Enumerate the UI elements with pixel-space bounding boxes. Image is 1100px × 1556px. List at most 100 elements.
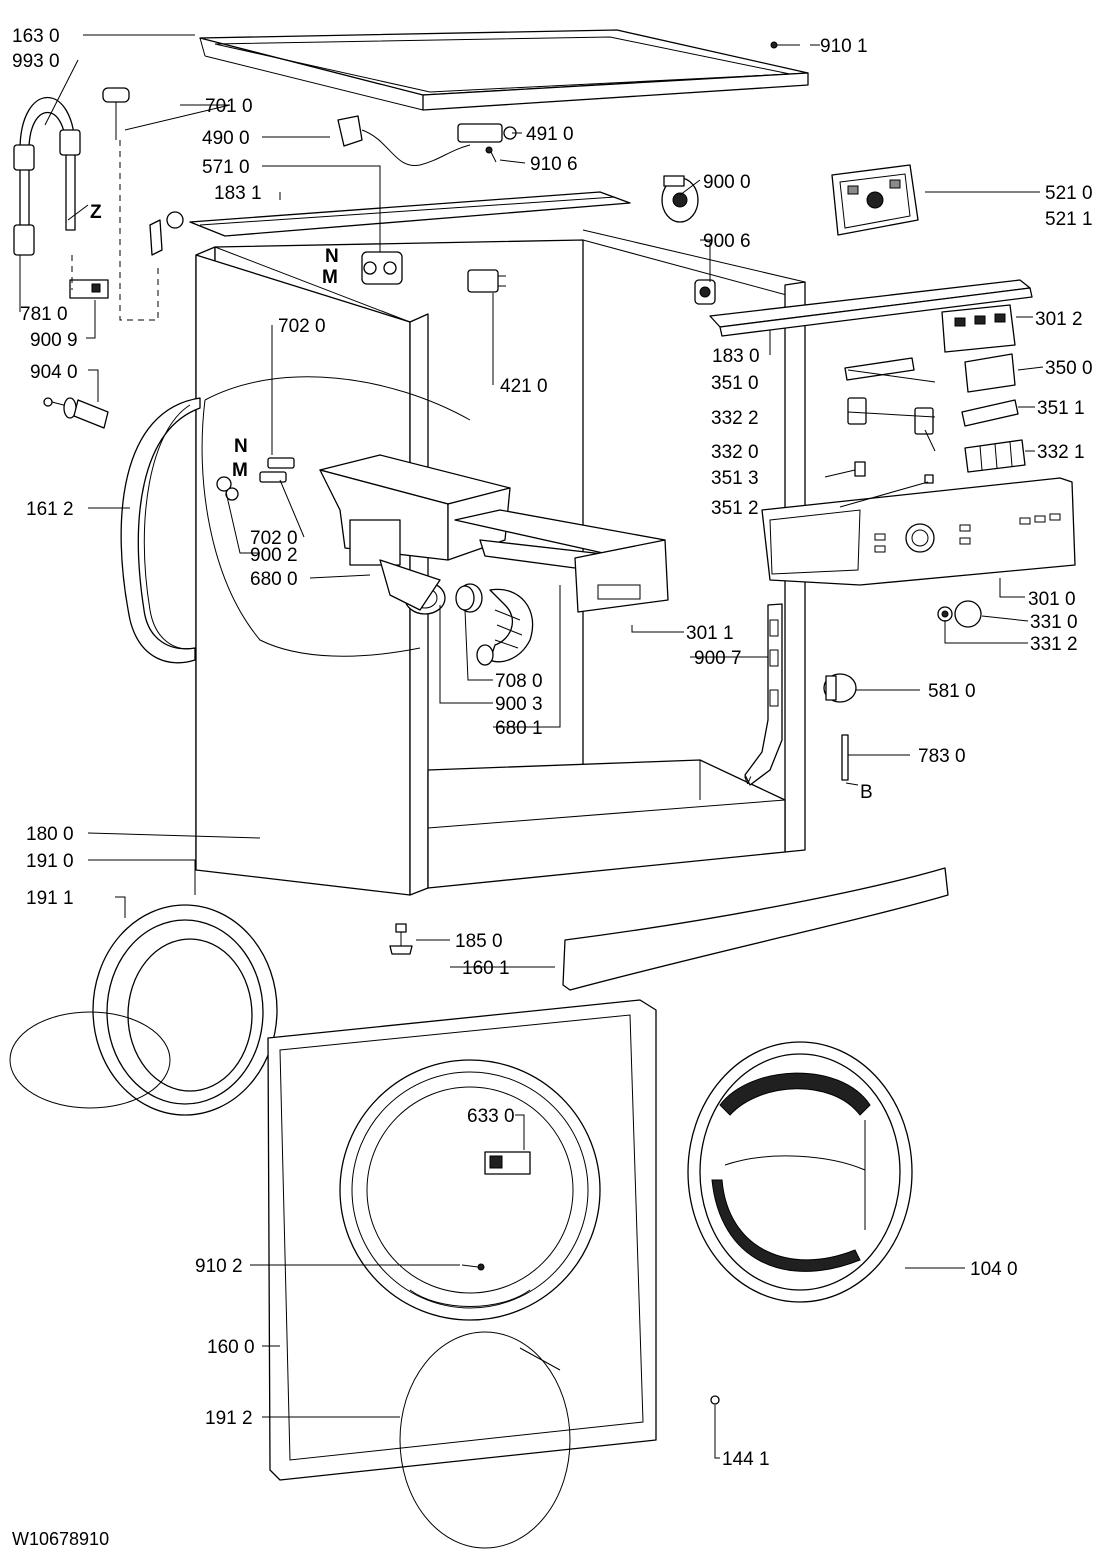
callout-781-0: 781 0 — [20, 304, 68, 325]
callout-191-2: 191 2 — [205, 1408, 253, 1429]
part-351-3 — [854, 461, 866, 477]
callout-332-1: 332 1 — [1037, 442, 1085, 463]
top-cover — [199, 29, 809, 111]
power-cord — [337, 115, 471, 167]
callout-180-0: 180 0 — [26, 824, 74, 845]
callout-183-0: 183 0 — [712, 346, 760, 367]
callout-521-0: 521 0 — [1045, 183, 1093, 204]
callout-900-6: 900 6 — [703, 231, 751, 252]
leader-lines — [19, 34, 1044, 1459]
part-900-0 — [661, 175, 699, 223]
part-332-0 — [914, 407, 934, 435]
callout-331-2: 331 2 — [1030, 634, 1078, 655]
callout-783-0: 783 0 — [918, 746, 966, 767]
callout-163-0: 163 0 — [12, 26, 60, 47]
callout-900-7: 900 7 — [694, 648, 742, 669]
screw-910-6 — [485, 146, 497, 163]
callout-301-1: 301 1 — [686, 623, 734, 644]
marker-n-hose: N — [234, 436, 248, 457]
part-701-0 — [102, 87, 130, 140]
part-900-6 — [694, 279, 716, 305]
callout-490-0: 490 0 — [202, 128, 250, 149]
callout-581-0: 581 0 — [928, 681, 976, 702]
callout-144-1: 144 1 — [722, 1449, 770, 1470]
suppressor-part — [467, 269, 506, 293]
callout-900-0: 900 0 — [703, 172, 751, 193]
callout-301-2: 301 2 — [1035, 309, 1083, 330]
callout-351-3: 351 3 — [711, 468, 759, 489]
callout-421-0: 421 0 — [500, 376, 548, 397]
callout-680-1: 680 1 — [495, 718, 543, 739]
callout-351-2: 351 2 — [711, 498, 759, 519]
callout-351-1: 351 1 — [1037, 398, 1085, 419]
marker-m-hose: M — [232, 460, 248, 481]
clamp-900-3 — [455, 585, 475, 611]
callout-191-0: 191 0 — [26, 851, 74, 872]
callout-910-1: 910 1 — [820, 36, 868, 57]
callout-160-0: 160 0 — [207, 1337, 255, 1358]
callout-910-6: 910 6 — [530, 154, 578, 175]
screw-910-2 — [461, 1263, 485, 1271]
callout-680-0: 680 0 — [250, 569, 298, 590]
nut-144-1 — [710, 1395, 720, 1405]
inlet-hose — [13, 96, 81, 256]
callout-910-2: 910 2 — [195, 1256, 243, 1277]
marker-v: V — [744, 775, 752, 787]
dispenser-housing — [319, 454, 511, 615]
callout-104-0: 104 0 — [970, 1259, 1018, 1280]
mains-filter — [457, 123, 517, 143]
drain-filter — [43, 397, 109, 429]
door-lock — [484, 1151, 531, 1175]
callout-351-0: 351 0 — [711, 373, 759, 394]
marker-n-valve: N — [325, 246, 339, 267]
callout-161-2: 161 2 — [26, 499, 74, 520]
callout-301-0: 301 0 — [1028, 589, 1076, 610]
part-332-2 — [847, 397, 867, 425]
callout-521-1: 521 1 — [1045, 209, 1093, 230]
inlet-valve — [361, 251, 403, 285]
callout-702-0-top: 702 0 — [278, 316, 326, 337]
part-351-2 — [924, 474, 934, 484]
marker-m-valve: M — [322, 267, 338, 288]
callout-491-0: 491 0 — [526, 124, 574, 145]
marker-z: Z — [90, 202, 102, 223]
callout-904-0: 904 0 — [30, 362, 78, 383]
part-332-1 — [964, 439, 1026, 473]
callout-332-0: 332 0 — [711, 442, 759, 463]
door-gasket — [9, 904, 278, 1116]
callout-350-0: 350 0 — [1045, 358, 1093, 379]
part-351-1 — [961, 399, 1019, 427]
callout-708-0: 708 0 — [495, 671, 543, 692]
electronic-module — [831, 164, 919, 236]
callout-331-0: 331 0 — [1030, 612, 1078, 633]
wire-harness — [744, 603, 783, 786]
top-crossbar — [189, 191, 631, 237]
callout-labels: 163 0 993 0 701 0 490 0 571 0 183 1 910 … — [12, 26, 1093, 1549]
door-spring-wire — [399, 1331, 571, 1549]
plinth — [562, 867, 949, 991]
tub-cutaway — [201, 376, 471, 657]
front-panel — [267, 999, 657, 1481]
callout-900-3: 900 3 — [495, 694, 543, 715]
front-crossbar — [709, 279, 1033, 337]
callout-900-2: 900 2 — [250, 545, 298, 566]
callout-185-0: 185 0 — [455, 931, 503, 952]
callout-900-9: 900 9 — [30, 330, 78, 351]
part-350-0 — [964, 353, 1016, 393]
document-code: W10678910 — [12, 1529, 109, 1549]
door-assembly — [687, 1041, 913, 1303]
marker-b: B — [860, 782, 873, 803]
callout-160-1: 160 1 — [462, 958, 510, 979]
callout-571-0: 571 0 — [202, 157, 250, 178]
part-351-0 — [844, 357, 915, 381]
callout-183-1: 183 1 — [214, 183, 262, 204]
callout-191-1: 191 1 — [26, 888, 74, 909]
dispenser-drawer — [454, 509, 669, 613]
part-781-0 — [149, 211, 184, 256]
part-783-0 — [841, 734, 849, 781]
callout-633-0: 633 0 — [467, 1106, 515, 1127]
callout-332-2: 332 2 — [711, 408, 759, 429]
screw-910-1 — [770, 41, 800, 49]
foot — [389, 923, 413, 955]
